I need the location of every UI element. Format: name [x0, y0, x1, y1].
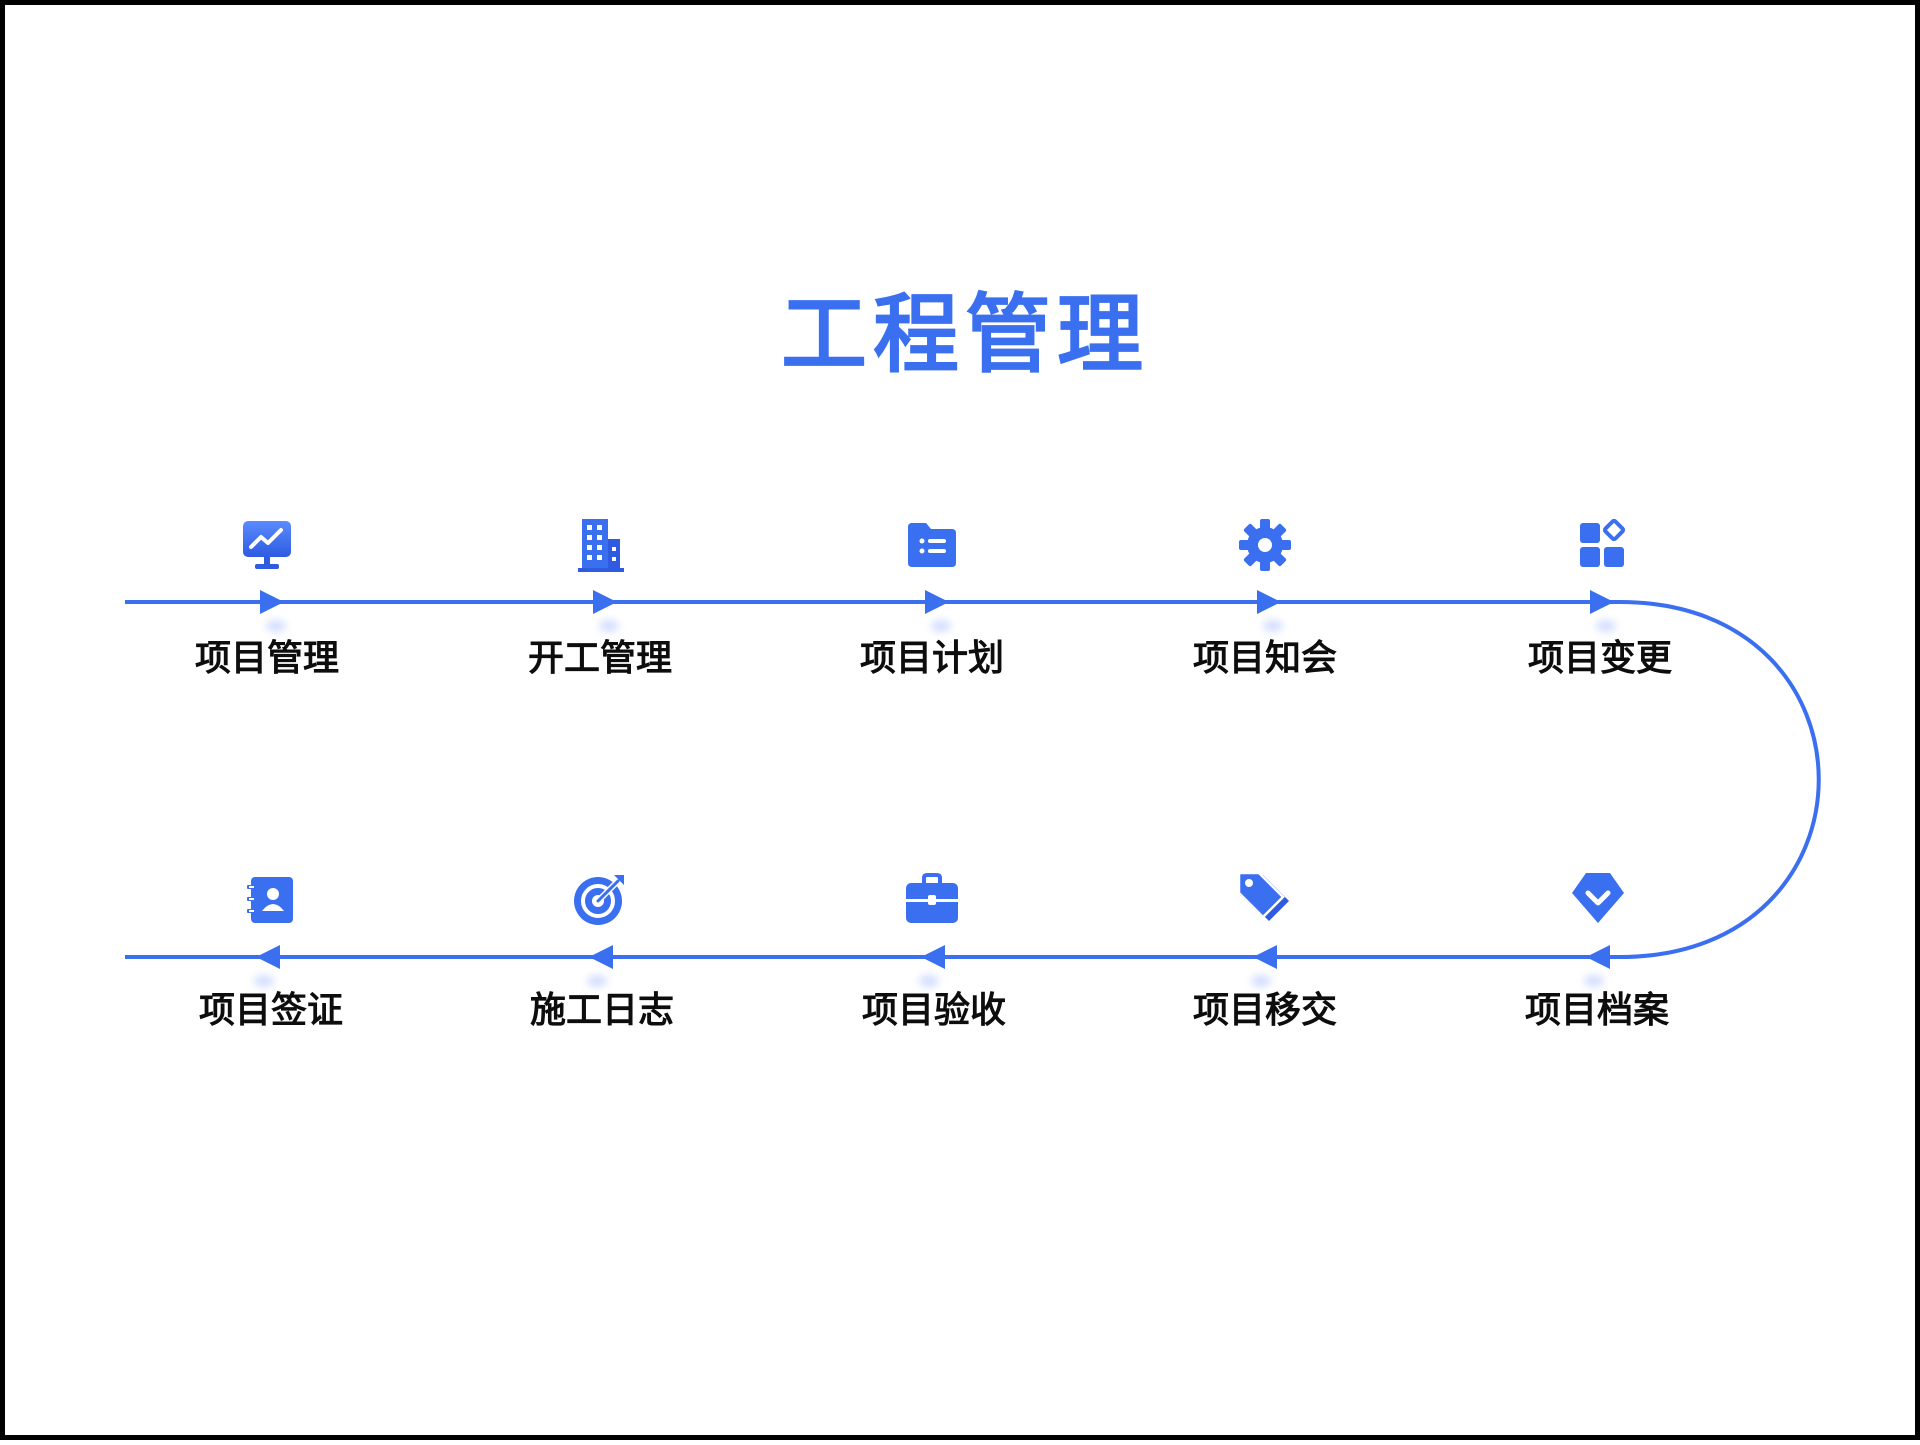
contact-card-icon	[239, 867, 303, 931]
arrow-marker	[254, 945, 280, 987]
arrow-marker	[260, 590, 286, 632]
step-label: 施工日志	[529, 990, 674, 1031]
arrow-marker	[919, 945, 945, 987]
step-bottom-4[interactable]	[1135, 867, 1395, 931]
tags-icon	[1233, 867, 1297, 931]
step-label: 项目变更	[1527, 638, 1672, 679]
apps-grid-icon	[1570, 513, 1634, 577]
step-top-2[interactable]	[470, 513, 730, 577]
step-label: 项目档案	[1524, 990, 1669, 1031]
step-label: 开工管理	[527, 638, 672, 679]
briefcase-icon	[900, 867, 964, 931]
page-title: 工程管理	[781, 285, 1149, 385]
step-label: 项目验收	[861, 990, 1006, 1031]
arrow-marker	[1590, 590, 1616, 632]
step-bottom-1[interactable]	[141, 867, 401, 931]
folder-list-icon	[900, 513, 964, 577]
arrow-marker	[587, 945, 613, 987]
step-bottom-5[interactable]	[1468, 867, 1728, 931]
step-label: 项目计划	[859, 638, 1004, 679]
step-top-4[interactable]	[1135, 513, 1395, 577]
arrow-marker	[1257, 590, 1283, 632]
arrow-marker	[593, 590, 619, 632]
step-top-1[interactable]	[137, 513, 397, 577]
arrow-marker	[1251, 945, 1277, 987]
step-bottom-2[interactable]	[470, 867, 730, 931]
chevron-shield-icon	[1566, 867, 1630, 931]
step-top-3[interactable]	[802, 513, 1062, 577]
monitor-chart-icon	[235, 513, 299, 577]
gear-icon	[1233, 513, 1297, 577]
arrow-marker	[925, 590, 951, 632]
step-top-5[interactable]	[1472, 513, 1732, 577]
step-label: 项目知会	[1192, 638, 1337, 679]
building-icon	[568, 513, 632, 577]
flow-path	[125, 590, 1821, 987]
arrow-marker	[1584, 945, 1610, 987]
step-bottom-3[interactable]	[802, 867, 1062, 931]
step-label: 项目签证	[198, 990, 343, 1031]
step-label: 项目移交	[1192, 990, 1337, 1031]
step-label: 项目管理	[194, 638, 339, 679]
target-icon	[568, 867, 632, 931]
flow-curve	[1619, 600, 1821, 959]
